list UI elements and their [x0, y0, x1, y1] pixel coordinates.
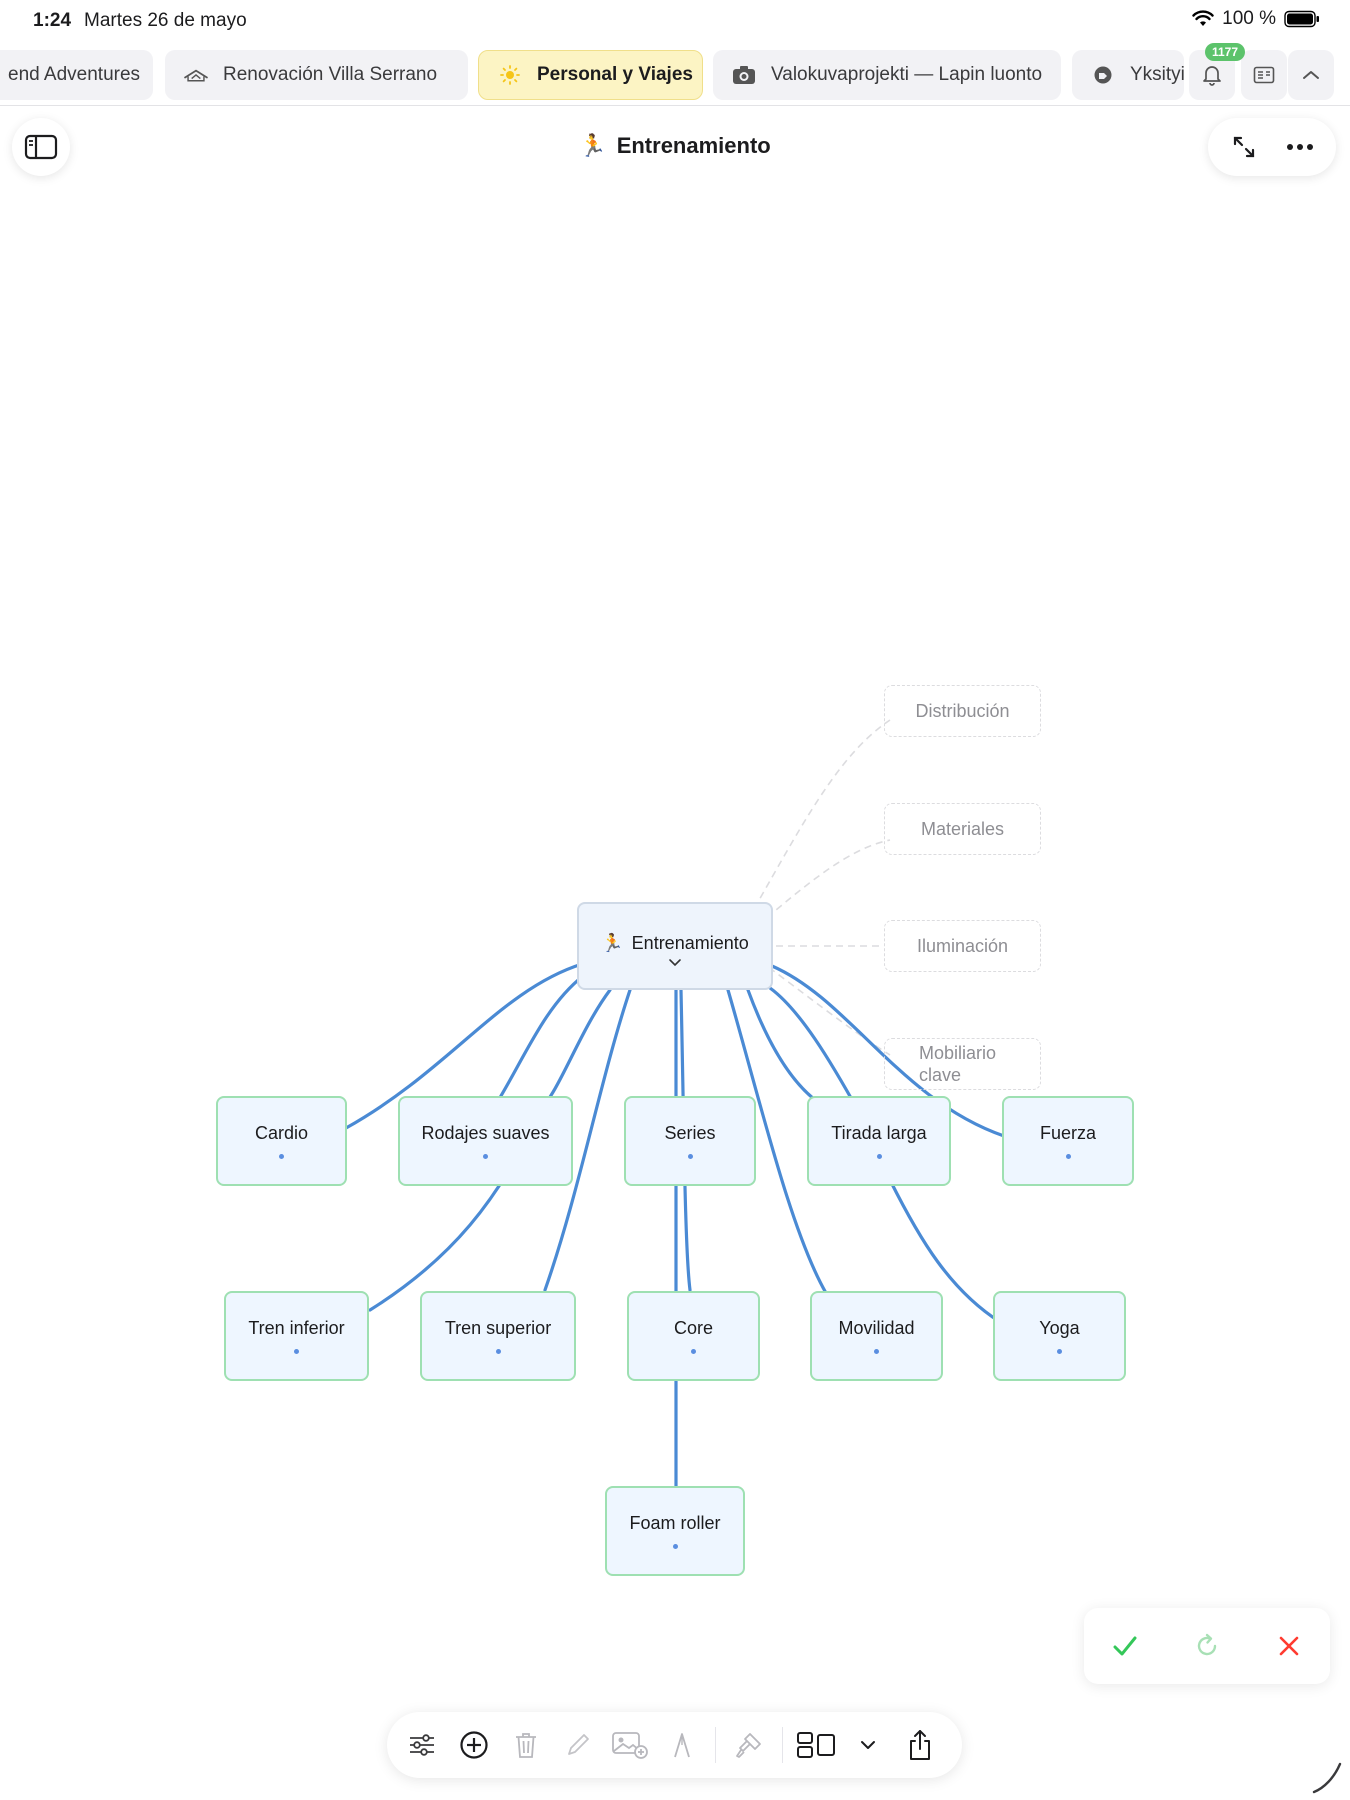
tab-personal-y-viajes[interactable]: Personal y Viajes: [478, 50, 703, 100]
tab-label: end Adventures: [8, 64, 141, 85]
sliders-icon: [410, 1734, 434, 1756]
edit-button[interactable]: [555, 1722, 601, 1768]
add-node-button[interactable]: [451, 1722, 497, 1768]
bottom-toolbar: [387, 1712, 962, 1778]
page-title: 🏃 Entrenamiento: [0, 133, 1350, 159]
node-handle: [874, 1349, 879, 1354]
bell-icon: [1203, 66, 1221, 86]
node-tren-superior[interactable]: Tren superior: [420, 1291, 576, 1381]
status-indicators: 100 %: [1192, 8, 1320, 30]
node-movilidad[interactable]: Movilidad: [810, 1291, 943, 1381]
camera-icon: [731, 65, 757, 85]
suggestion-materiales[interactable]: Materiales: [884, 803, 1041, 855]
share-icon: [910, 1730, 930, 1760]
tab-yksityis[interactable]: Yksityis: [1072, 50, 1184, 100]
status-date: Martes 26 de mayo: [84, 10, 247, 31]
toolbar-divider: [782, 1727, 783, 1763]
pencil-icon: [568, 1734, 589, 1755]
tab-strip: end Adventures Renovación Villa Serrano …: [0, 46, 1350, 106]
reader-view-button[interactable]: [1241, 50, 1287, 100]
checkmark-icon: [1113, 1636, 1137, 1656]
reject-suggestions-button[interactable]: [1266, 1623, 1312, 1669]
accept-suggestions-button[interactable]: [1102, 1623, 1148, 1669]
refresh-icon: [1197, 1633, 1217, 1656]
node-handle: [294, 1349, 299, 1354]
root-label: Entrenamiento: [631, 933, 749, 953]
chevron-up-icon: [1303, 71, 1319, 79]
suggestion-distribucion[interactable]: Distribución: [884, 685, 1041, 737]
node-handle: [279, 1154, 284, 1159]
plus-circle-icon: [460, 1731, 488, 1759]
toolbar-divider: [715, 1727, 716, 1763]
fullscreen-button[interactable]: [1221, 124, 1267, 170]
toggle-sidebar-button[interactable]: [12, 118, 70, 176]
wifi-icon: [1192, 10, 1214, 26]
pen-nib-icon: [674, 1733, 690, 1758]
format-painter-button[interactable]: [726, 1722, 772, 1768]
node-handle: [483, 1154, 488, 1159]
node-handle: [672, 1544, 678, 1549]
reader-icon: [1253, 66, 1275, 84]
regenerate-suggestions-button[interactable]: [1184, 1623, 1230, 1669]
image-add-icon: [612, 1732, 648, 1759]
node-handle: [1065, 1154, 1071, 1159]
tab-label: Valokuvaprojekti — Lapin luonto: [771, 64, 1043, 85]
handwriting-button[interactable]: [659, 1722, 705, 1768]
house-roof-icon: [183, 65, 209, 85]
layout-icon: [797, 1732, 835, 1758]
layout-button[interactable]: [793, 1722, 839, 1768]
node-handle: [687, 1154, 693, 1159]
view-controls: [1208, 118, 1336, 176]
suggestion-actions: [1084, 1608, 1330, 1684]
node-handle: [876, 1154, 882, 1159]
battery-icon: [1284, 10, 1319, 28]
node-handle: [1057, 1349, 1062, 1354]
status-time: 1:24: [33, 10, 72, 31]
node-foam-roller[interactable]: Foam roller: [605, 1486, 745, 1576]
tab-label: Personal y Viajes: [537, 64, 693, 85]
node-rodajes-suaves[interactable]: Rodajes suaves: [398, 1096, 573, 1186]
status-bar: 1:24 Martes 26 de mayo 100 %: [0, 0, 1350, 42]
page-title-text: Entrenamiento: [616, 133, 771, 158]
trash-icon: [516, 1733, 536, 1758]
node-cardio[interactable]: Cardio: [216, 1096, 347, 1186]
node-tirada-larga[interactable]: Tirada larga: [807, 1096, 951, 1186]
notification-count-badge: 1177: [1205, 43, 1246, 61]
tab-label: Renovación Villa Serrano: [223, 64, 438, 85]
expand-arrows-icon: [1233, 136, 1255, 158]
close-icon: [1279, 1636, 1299, 1656]
add-image-button[interactable]: [607, 1722, 653, 1768]
adjustments-button[interactable]: [399, 1722, 445, 1768]
chevron-down-icon[interactable]: [668, 958, 682, 967]
runner-emoji: 🏃: [579, 133, 607, 158]
collapse-tabs-button[interactable]: [1288, 50, 1334, 100]
node-tren-inferior[interactable]: Tren inferior: [224, 1291, 369, 1381]
runner-emoji: 🏃: [601, 933, 624, 953]
tab-renovacion-villa-serrano[interactable]: Renovación Villa Serrano: [165, 50, 468, 100]
tab-label: Yksityis: [1130, 64, 1184, 85]
node-handle: [495, 1349, 501, 1354]
sidebar-icon: [24, 134, 58, 160]
suggestion-iluminacion[interactable]: Iluminación: [884, 920, 1041, 972]
node-core[interactable]: Core: [627, 1291, 760, 1381]
ellipsis-icon: [1287, 144, 1313, 150]
pencil-corner-icon[interactable]: [1310, 1760, 1344, 1794]
mindmap-root-node[interactable]: 🏃 Entrenamiento: [577, 902, 773, 990]
share-button[interactable]: [897, 1722, 943, 1768]
node-fuerza[interactable]: Fuerza: [1002, 1096, 1134, 1186]
node-handle: [691, 1349, 696, 1354]
sun-icon: [497, 65, 523, 85]
tab-end-adventures[interactable]: end Adventures: [0, 50, 153, 100]
tab-valokuvaprojekti[interactable]: Valokuvaprojekti — Lapin luonto: [713, 50, 1061, 100]
tag-icon: [1090, 65, 1116, 85]
node-series[interactable]: Series: [624, 1096, 756, 1186]
suggestion-mobiliario-clave[interactable]: Mobiliario clave: [884, 1038, 1041, 1090]
chevron-down-icon: [861, 1741, 875, 1749]
delete-button[interactable]: [503, 1722, 549, 1768]
battery-percent: 100 %: [1222, 8, 1276, 29]
more-options-button[interactable]: [1277, 124, 1323, 170]
paintbrush-icon: [736, 1733, 761, 1758]
node-yoga[interactable]: Yoga: [993, 1291, 1126, 1381]
layout-menu-button[interactable]: [845, 1722, 891, 1768]
